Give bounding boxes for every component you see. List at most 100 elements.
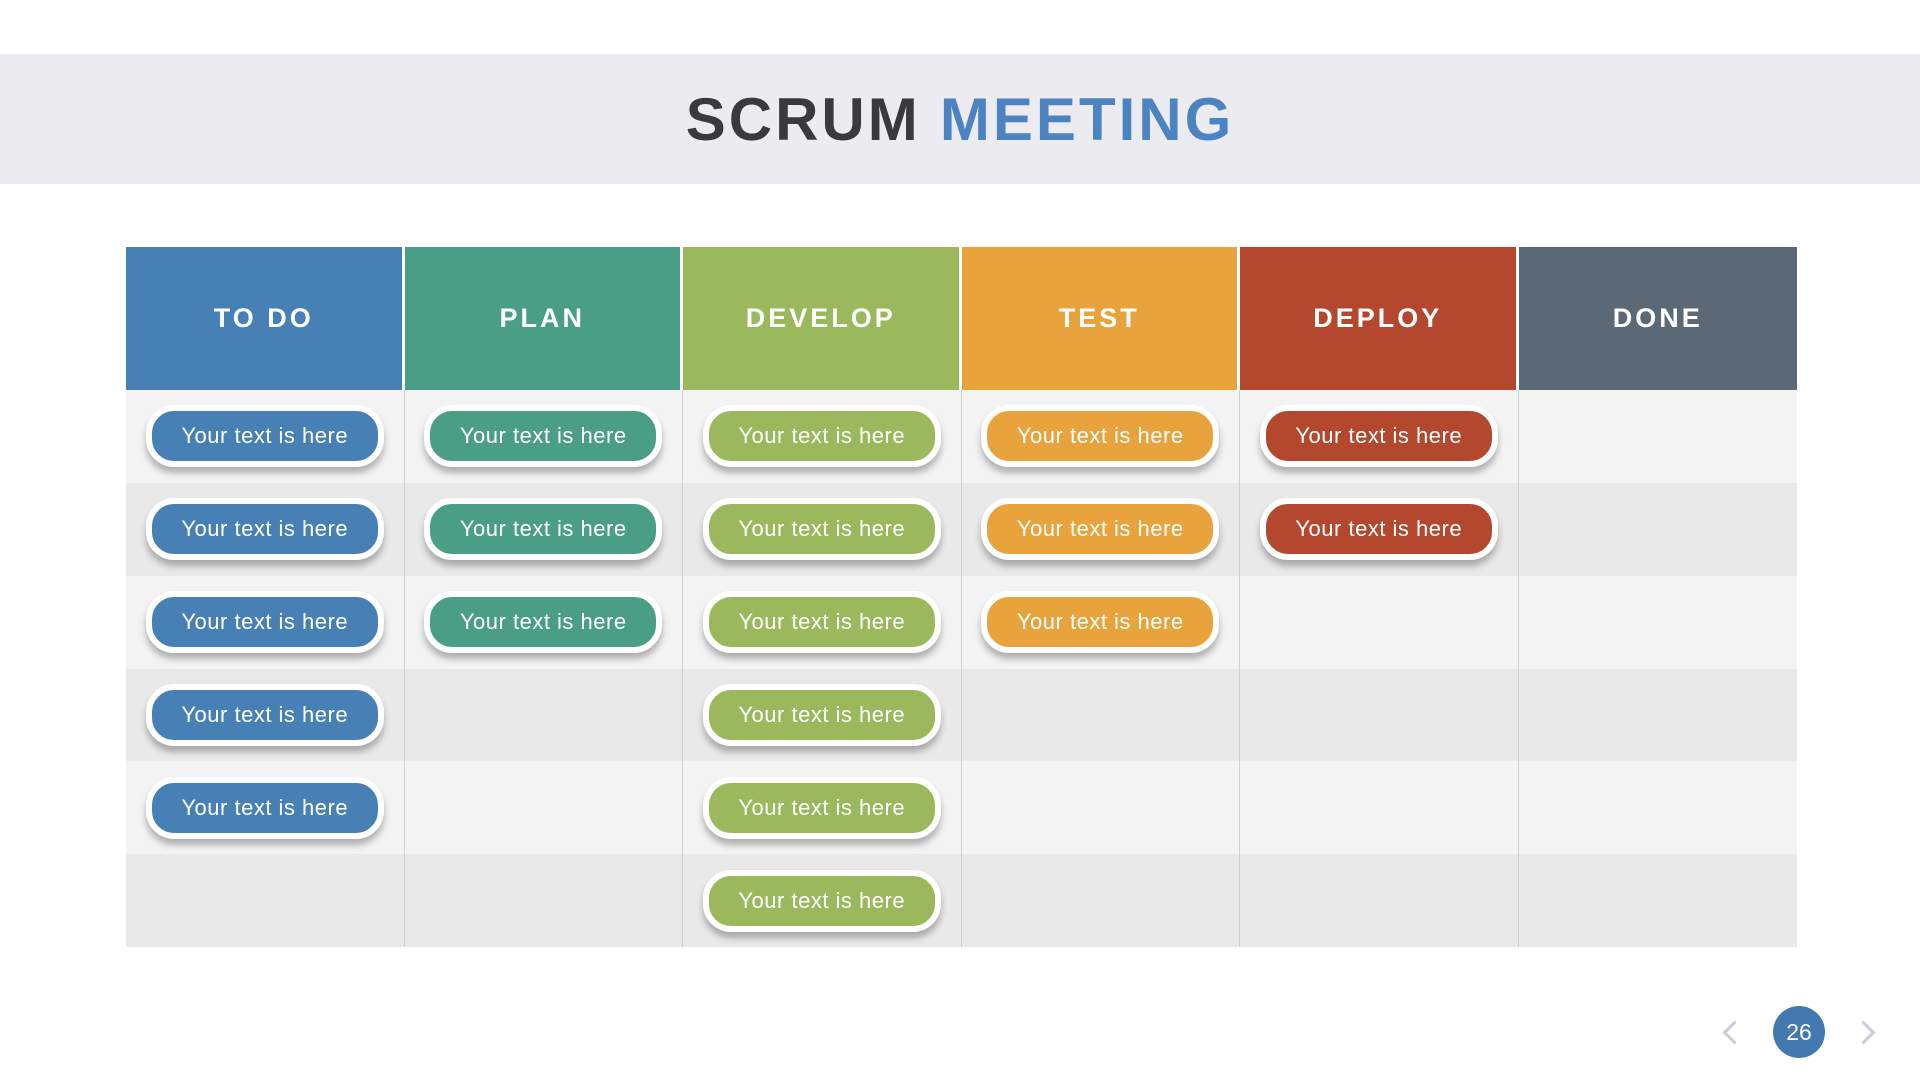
- page-number-badge: 26: [1773, 1006, 1825, 1058]
- board-cell: [404, 761, 683, 855]
- next-page-button[interactable]: [1851, 1019, 1876, 1045]
- board-cell: Your text is here: [961, 482, 1240, 576]
- chevron-right-icon: [1851, 1019, 1876, 1045]
- task-card-label: Your text is here: [1016, 609, 1184, 635]
- task-card[interactable]: Your text is here: [145, 498, 384, 561]
- board-cell: [961, 668, 1240, 762]
- board-cell: Your text is here: [126, 390, 405, 483]
- title-band: SCRUM MEETING: [0, 54, 1920, 184]
- task-card-label: Your text is here: [459, 609, 627, 635]
- task-card[interactable]: Your text is here: [702, 776, 941, 839]
- task-card[interactable]: Your text is here: [702, 869, 941, 932]
- task-card-label: Your text is here: [459, 516, 627, 542]
- task-card[interactable]: Your text is here: [1259, 498, 1498, 561]
- board-cell: Your text is here: [683, 854, 962, 947]
- board-cell: Your text is here: [683, 390, 962, 483]
- task-card[interactable]: Your text is here: [424, 591, 663, 654]
- board-cell: Your text is here: [404, 482, 683, 576]
- task-card[interactable]: Your text is here: [702, 405, 941, 468]
- board-cell: [1240, 575, 1519, 669]
- board-cell: [126, 854, 405, 947]
- task-card[interactable]: Your text is here: [145, 683, 384, 746]
- task-card[interactable]: Your text is here: [702, 498, 941, 561]
- task-card-label: Your text is here: [738, 887, 906, 913]
- board-cell: [1240, 761, 1519, 855]
- board-cell: [404, 668, 683, 762]
- column-header-plan: PLAN: [404, 247, 683, 390]
- board-cell: Your text is here: [683, 482, 962, 576]
- kanban-board: TO DO PLAN DEVELOP TEST DEPLOY DONE Your text…: [126, 247, 1797, 947]
- column-header-done: DONE: [1518, 247, 1797, 390]
- title-primary: SCRUM: [685, 85, 921, 153]
- board-header-row: TO DO PLAN DEVELOP TEST DEPLOY DONE: [126, 247, 1797, 390]
- task-card[interactable]: Your text is here: [1259, 405, 1498, 468]
- board-cell: Your text is here: [404, 575, 683, 669]
- column-header-deploy: DEPLOY: [1240, 247, 1519, 390]
- task-card-label: Your text is here: [181, 423, 349, 449]
- task-card-label: Your text is here: [181, 794, 349, 820]
- board-cell: [404, 854, 683, 947]
- board-cell: [1240, 668, 1519, 762]
- board-cell: [1518, 668, 1797, 762]
- column-header-label: TEST: [1058, 303, 1140, 333]
- board-cell: [1518, 761, 1797, 855]
- task-card[interactable]: Your text is here: [702, 591, 941, 654]
- board-cell: Your text is here: [683, 761, 962, 855]
- board-cell: Your text is here: [1240, 390, 1519, 483]
- board-cell: Your text is here: [1240, 482, 1519, 576]
- board-cell: [1518, 482, 1797, 576]
- task-card-label: Your text is here: [738, 701, 906, 727]
- board-cell: Your text is here: [126, 668, 405, 762]
- task-card-label: Your text is here: [459, 423, 627, 449]
- board-cell: [961, 761, 1240, 855]
- task-card-label: Your text is here: [1016, 516, 1184, 542]
- column-header-label: DONE: [1612, 303, 1703, 333]
- pager: 26: [1722, 1006, 1876, 1058]
- task-card-label: Your text is here: [738, 609, 906, 635]
- board-cell: Your text is here: [126, 575, 405, 669]
- board-cell: Your text is here: [404, 390, 683, 483]
- column-header-to-do: TO DO: [126, 247, 405, 390]
- task-card-label: Your text is here: [181, 609, 349, 635]
- task-card-label: Your text is here: [1295, 516, 1463, 542]
- column-header-label: DEPLOY: [1313, 303, 1443, 333]
- task-card-label: Your text is here: [738, 423, 906, 449]
- board-cell: Your text is here: [126, 482, 405, 576]
- task-card[interactable]: Your text is here: [981, 405, 1220, 468]
- task-card-label: Your text is here: [1295, 423, 1463, 449]
- chevron-left-icon: [1722, 1019, 1747, 1045]
- task-card-label: Your text is here: [1016, 423, 1184, 449]
- task-card-label: Your text is here: [738, 516, 906, 542]
- board-cell: Your text is here: [961, 575, 1240, 669]
- column-header-test: TEST: [961, 247, 1240, 390]
- board-cell: Your text is here: [961, 390, 1240, 483]
- board-cell: [961, 854, 1240, 947]
- task-card[interactable]: Your text is here: [424, 498, 663, 561]
- task-card[interactable]: Your text is here: [145, 591, 384, 654]
- task-card[interactable]: Your text is here: [145, 776, 384, 839]
- board-cell: Your text is here: [683, 668, 962, 762]
- task-card-label: Your text is here: [738, 794, 906, 820]
- task-card[interactable]: Your text is here: [702, 683, 941, 746]
- page-number: 26: [1786, 1018, 1812, 1045]
- board-cell: [1518, 390, 1797, 483]
- task-card-label: Your text is here: [181, 701, 349, 727]
- task-card[interactable]: Your text is here: [424, 405, 663, 468]
- task-card-label: Your text is here: [181, 516, 349, 542]
- board-cell: Your text is here: [126, 761, 405, 855]
- task-card[interactable]: Your text is here: [981, 591, 1220, 654]
- column-header-label: TO DO: [213, 303, 314, 333]
- board-cell: Your text is here: [683, 575, 962, 669]
- prev-page-button[interactable]: [1722, 1019, 1747, 1045]
- page-title: SCRUM MEETING: [686, 85, 1235, 154]
- task-card[interactable]: Your text is here: [981, 498, 1220, 561]
- title-accent: MEETING: [939, 85, 1235, 153]
- column-header-label: PLAN: [499, 303, 585, 333]
- board-cell: [1240, 854, 1519, 947]
- task-card[interactable]: Your text is here: [145, 405, 384, 468]
- column-header-label: DEVELOP: [745, 303, 896, 333]
- column-header-develop: DEVELOP: [683, 247, 962, 390]
- board-cell: [1518, 854, 1797, 947]
